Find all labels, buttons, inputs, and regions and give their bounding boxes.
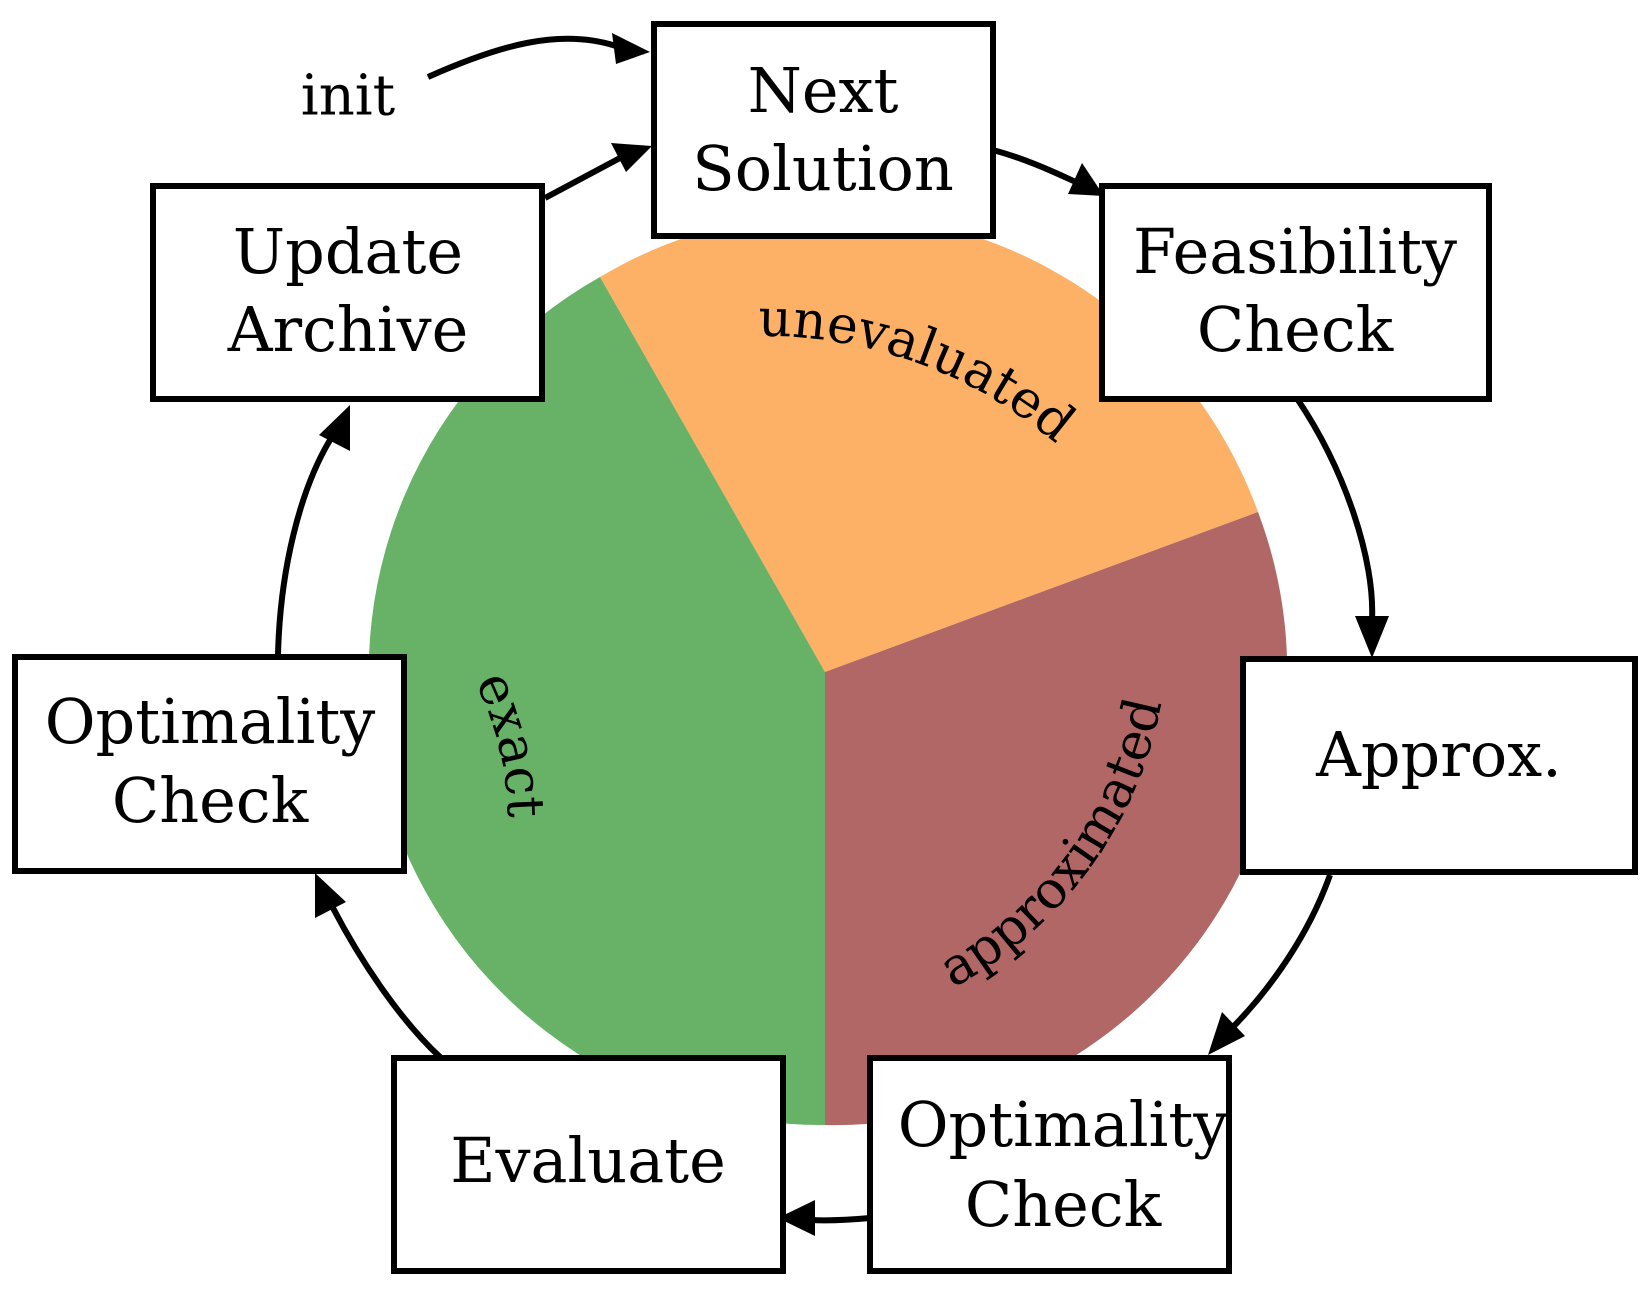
pie-segment-unevaluated — [600, 213, 1258, 672]
arrowhead-init — [612, 33, 650, 64]
box-feasibility-check-line-2: Check — [1197, 293, 1394, 366]
pie-segment-exact — [368, 277, 825, 1126]
box-update-archive: Update Archive — [150, 183, 545, 402]
box-evaluate-line-1: Evaluate — [450, 1124, 726, 1197]
box-optimality-check-right-line-2: Check — [965, 1168, 1162, 1241]
box-optimality-check-left-line-1: Optimality — [45, 685, 376, 758]
box-optimality-check-right-line-1: Optimality — [898, 1088, 1229, 1161]
segment-pie — [368, 213, 1288, 1126]
pie-segment-approximated — [825, 512, 1288, 1126]
edge-next-solution-to-feasibility — [992, 147, 1080, 186]
arrowhead-approx — [1355, 616, 1389, 658]
box-approx: Approx. — [1240, 656, 1638, 875]
init-label: init — [301, 64, 396, 129]
edge-init-to-next-solution — [426, 35, 617, 80]
box-evaluate: Evaluate — [391, 1055, 786, 1274]
arrowhead-feasibility — [1068, 163, 1104, 196]
box-next-solution-line-1: Next — [748, 54, 899, 127]
arrowhead-update-archive-in — [319, 405, 350, 451]
box-optimality-check-left-line-2: Check — [112, 764, 309, 837]
box-optimality-check-left: Optimality Check — [12, 654, 407, 874]
arrowhead-update-archive — [611, 143, 652, 172]
box-approx-line-1: Approx. — [1315, 718, 1562, 791]
edge-approx-to-optimality-right — [1227, 873, 1333, 1033]
edges — [275, 33, 1389, 1236]
box-next-solution: Next Solution — [651, 21, 996, 239]
box-feasibility-check-line-1: Feasibility — [1133, 215, 1457, 288]
box-feasibility-check: Feasibility Check — [1099, 183, 1492, 402]
box-update-archive-line-2: Archive — [227, 293, 469, 366]
edge-optimality-right-to-evaluate — [809, 1215, 871, 1224]
edge-optimality-left-to-update-archive — [275, 438, 333, 656]
box-optimality-check-right: Optimality Check — [867, 1055, 1232, 1274]
edge-feasibility-to-approx — [1295, 398, 1376, 621]
box-update-archive-line-1: Update — [233, 215, 463, 288]
arrowhead-optimality-right — [1208, 1012, 1245, 1055]
edge-update-archive-to-next-solution — [543, 155, 622, 201]
arrowhead-evaluate — [778, 1200, 815, 1236]
edge-evaluate-to-optimality-left — [330, 906, 443, 1060]
arrowhead-optimality-left — [315, 873, 346, 918]
box-next-solution-line-2: Solution — [692, 132, 954, 205]
